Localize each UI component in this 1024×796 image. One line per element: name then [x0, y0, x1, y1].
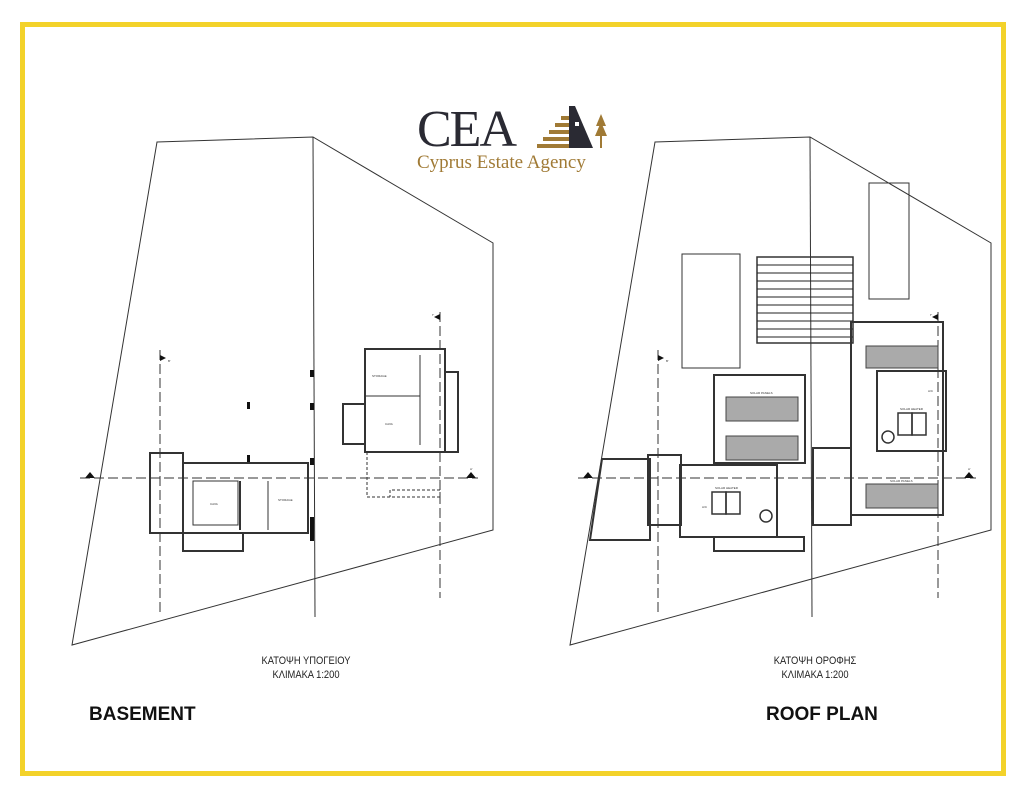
- logo-name: Cyprus Estate Agency: [417, 152, 586, 173]
- roof-plan-title: ROOF PLAN: [766, 704, 878, 725]
- room-label: CAVA: [210, 502, 218, 506]
- solar-panels-label: SOLAR PANELS: [890, 479, 913, 483]
- house-logo-icon: [537, 106, 607, 148]
- basement-title: BASEMENT: [89, 704, 196, 725]
- section-mark: A': [470, 467, 473, 471]
- section-mark: Γ': [432, 313, 435, 317]
- caption-scale: ΚΛΙΜΑΚΑ 1:200: [781, 669, 849, 681]
- section-mark: A': [968, 467, 971, 471]
- basement-left-unit: [149, 452, 309, 552]
- room-label: STORAGE: [278, 498, 293, 502]
- caption-title: ΚΑΤΟΨΗ ΥΠΟΓΕΙΟΥ: [261, 655, 351, 667]
- caption-scale: ΚΛΙΜΑΚΑ 1:200: [272, 669, 340, 681]
- roof-caption: ΚΑΤΟΨΗ ΟΡΟΦΗΣ ΚΛΙΜΑΚΑ 1:200: [756, 654, 875, 682]
- solar-heater-label: SOLAR HEATER: [715, 486, 739, 490]
- section-mark: B': [168, 359, 171, 363]
- basement-caption: ΚΑΤΟΨΗ ΥΠΟΓΕΙΟΥ ΚΛΙΜΑΚΑ 1:200: [247, 654, 366, 682]
- ac-label: A/C: [928, 389, 934, 393]
- room-label: CAVA: [385, 422, 393, 426]
- section-mark: B': [666, 359, 669, 363]
- plot-boundary: [71, 136, 494, 646]
- solar-panels: [725, 345, 939, 509]
- company-logo: CEA Cyprus Estate Agency: [415, 101, 615, 176]
- room-label: STORAGE: [372, 374, 387, 378]
- solar-panels-label: SOLAR PANELS: [750, 391, 773, 395]
- solar-heater-label: SOLAR HEATER: [900, 407, 924, 411]
- roof-plan: [569, 136, 992, 646]
- yellow-frame: [20, 22, 1006, 776]
- logo-initials: CEA: [417, 101, 517, 158]
- caption-title: ΚΑΤΟΨΗ ΟΡΟΦΗΣ: [773, 655, 857, 667]
- basement-right-unit: [342, 348, 459, 453]
- section-mark: Γ': [930, 313, 933, 317]
- basement-plan: [71, 136, 494, 646]
- ac-label: A/C: [702, 505, 708, 509]
- plot-boundary: [569, 136, 992, 646]
